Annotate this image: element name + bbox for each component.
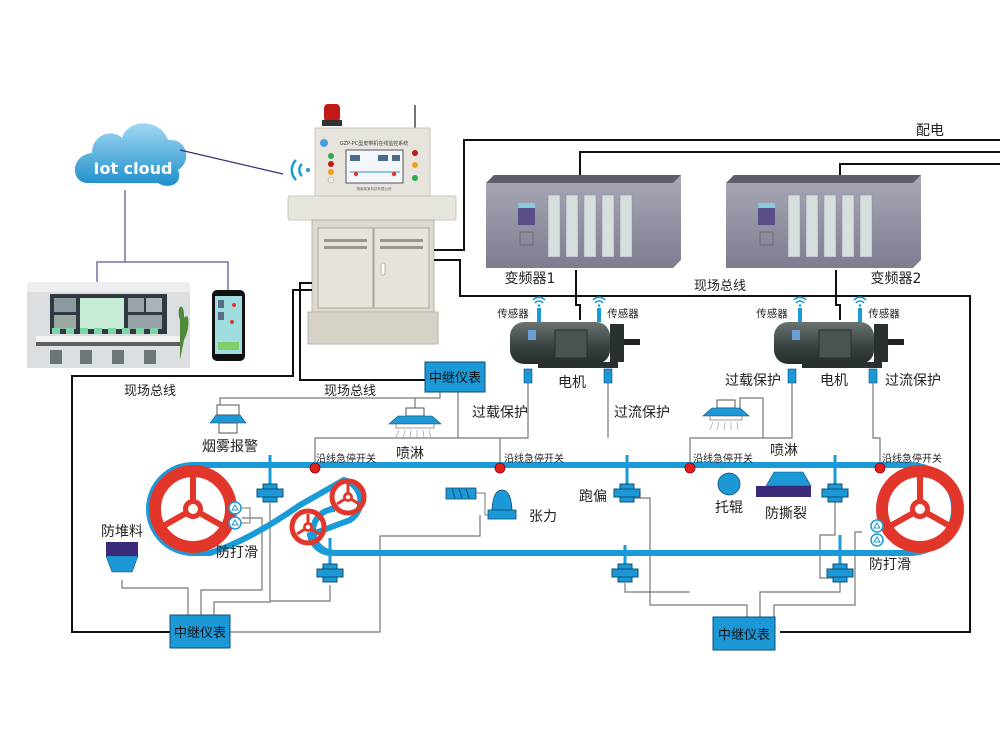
control-console: GZP-PC型皮带机在线监控系统 湖南某某科技有限公司 (287, 104, 457, 345)
estop-dot (684, 462, 696, 474)
idler-label: 托辊 (715, 500, 743, 516)
console-maker: 湖南某某科技有限公司 (357, 186, 392, 191)
relay-box-bottom-left[interactable]: 中继仪表 (169, 614, 231, 649)
anti-slip-wire (241, 507, 251, 524)
tension-label: 张力 (529, 509, 557, 525)
emergency-stops (309, 462, 886, 474)
fieldbus-label-left: 现场总线 (124, 384, 176, 399)
motor-1 (510, 322, 640, 368)
cloud-link-line (179, 149, 284, 175)
power-distribution-label: 配电 (916, 123, 944, 139)
anti-slip-right-label: 防打滑 (869, 556, 911, 573)
console-screen (345, 149, 404, 184)
control-room-image (27, 282, 190, 368)
alarm-beacon-icon (324, 104, 340, 122)
deviation-sensor-icon (613, 483, 641, 503)
vfd-1 (486, 175, 681, 268)
signal-wires (121, 378, 881, 633)
deviation-sensor-icon (316, 563, 344, 583)
relay-box-bottom-right-label: 中继仪表 (718, 628, 770, 643)
wifi-icon (793, 296, 807, 308)
relay-box-bottom-left-label: 中继仪表 (174, 626, 226, 641)
smoke-alarm-icon (209, 404, 247, 434)
motor-2-sensor-right-label: 传感器 (868, 307, 900, 320)
estop-label-2: 沿线急停开关 (504, 452, 564, 465)
motor-1-sensor-left-label: 传感器 (497, 307, 529, 320)
motor-1-label: 电机 (558, 375, 586, 391)
deviation-sensor-icon (611, 563, 639, 583)
estop-dot (874, 462, 886, 474)
iot-cloud: Iot cloud (74, 123, 187, 186)
wifi-icon (532, 296, 546, 308)
vfd-1-label: 变频器1 (505, 271, 556, 287)
anti-pile-sensor-icon (105, 542, 139, 573)
sprinkler-2-label: 喷淋 (770, 443, 798, 459)
vfd-2 (726, 175, 921, 268)
cloud-label: Iot cloud (94, 159, 173, 178)
anti-slip-sensor-icon (870, 533, 884, 547)
mobile-phone-image (212, 290, 245, 361)
anti-pile-label: 防堆料 (101, 524, 143, 540)
relay-box-top[interactable]: 中继仪表 (424, 361, 486, 393)
relay-box-bottom-right[interactable]: 中继仪表 (712, 616, 776, 651)
sprinkler-1-label: 喷淋 (396, 446, 424, 462)
sprinkler-1-icon (388, 407, 442, 439)
wifi-icon (592, 296, 606, 308)
idler-icon (717, 472, 741, 496)
motor-2 (774, 322, 904, 368)
deviation-sensors (268, 455, 842, 565)
fieldbus-wires (71, 139, 1000, 633)
deviation-sensor-icon (821, 483, 849, 503)
motor-2-overcurrent-label: 过流保护 (885, 373, 941, 389)
estop-label-4: 沿线急停开关 (882, 452, 942, 465)
anti-tear-sensor-icon (756, 471, 812, 497)
anti-slip-sensor-icon (228, 501, 242, 515)
motor-1-overcurrent-label: 过流保护 (614, 405, 670, 421)
deviation-sensor-icon (826, 563, 854, 583)
motor-2-label: 电机 (820, 373, 848, 389)
head-pulley-left (155, 471, 231, 547)
estop-label-1: 沿线急停开关 (316, 452, 376, 465)
cloud-branch-line (96, 261, 229, 290)
tail-pulley-right (882, 471, 958, 547)
smoke-alarm-label: 烟雾报警 (202, 439, 258, 455)
anti-slip-sensor-icon (228, 516, 242, 530)
estop-label-3: 沿线急停开关 (693, 452, 753, 465)
deviation-label: 跑偏 (579, 489, 607, 505)
fieldbus-label-middle: 现场总线 (324, 384, 376, 399)
wifi-icon (290, 159, 310, 181)
estop-dot (309, 462, 321, 474)
console-title: GZP-PC型皮带机在线监控系统 (340, 140, 409, 147)
motor-2-sensor-left-label: 传感器 (756, 307, 788, 320)
fieldbus-label-top: 现场总线 (694, 279, 746, 294)
vfd-2-label: 变频器2 (871, 271, 922, 287)
estop-dot (494, 462, 506, 474)
sprinkler-2-icon (702, 399, 750, 431)
anti-tear-label: 防撕裂 (765, 506, 807, 522)
wifi-icon (853, 296, 867, 308)
deviation-sensor-icon (256, 483, 284, 503)
tension-sensor-icon (445, 487, 517, 520)
relay-box-top-label: 中继仪表 (429, 371, 481, 386)
motor-1-sensor-right-label: 传感器 (607, 307, 639, 320)
motor-1-overload-label: 过载保护 (472, 405, 528, 421)
anti-slip-left-label: 防打滑 (216, 544, 258, 561)
motor-2-overload-label: 过载保护 (725, 373, 781, 389)
anti-slip-sensor-icon (870, 519, 884, 533)
